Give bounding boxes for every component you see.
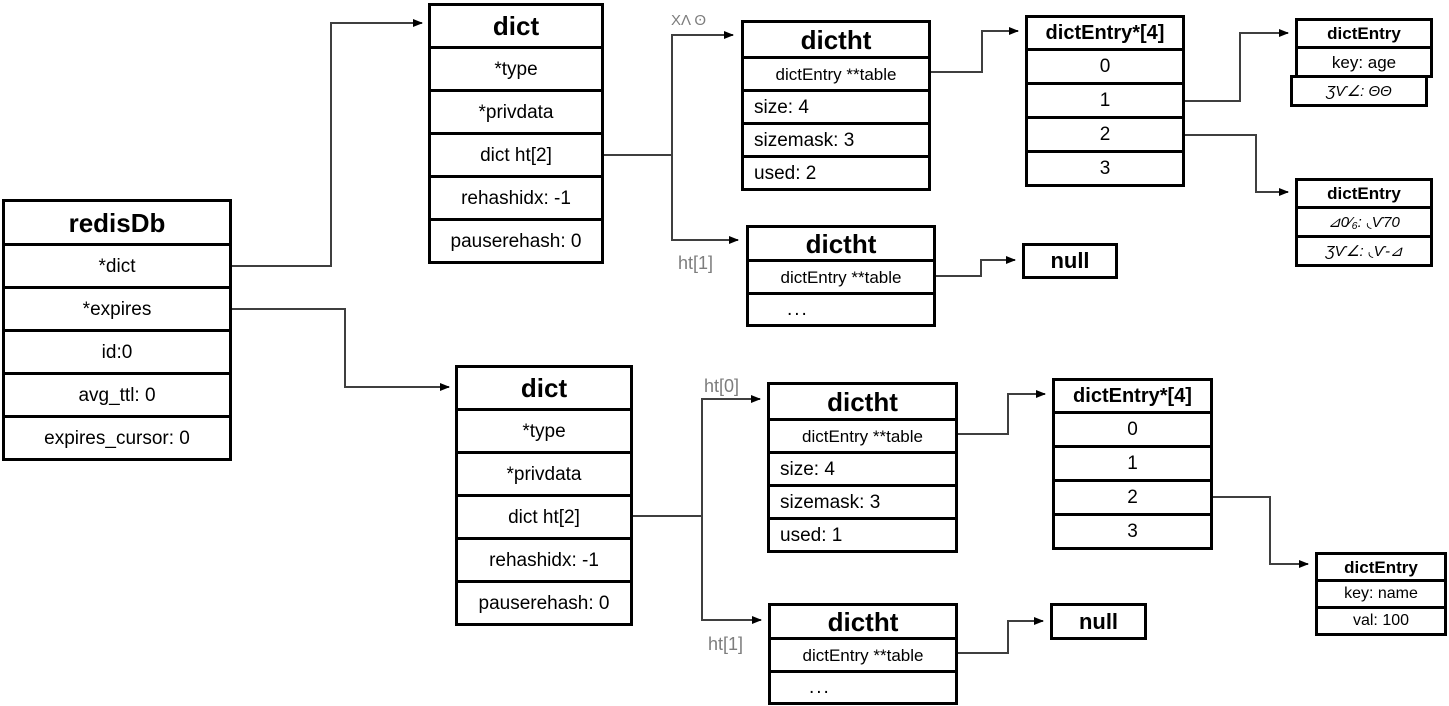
dictentry-age-box: dictEntry key: age ƷѴ∠: ΘΘ — [1290, 18, 1433, 107]
dictentry-array-top-slot-2: 2 — [1025, 116, 1185, 153]
redisdb-box: redisDb *dict *expires id:0 avg_ttl: 0 e… — [2, 199, 232, 461]
edge-dicttop-ht1 — [671, 155, 739, 244]
dictht-bot0-row-size: size: 4 — [767, 451, 958, 487]
null-top-label: null — [1022, 243, 1118, 279]
label-ht1-top: ht[1] — [678, 253, 714, 273]
dictht-bot0-box: dictht dictEntry **table size: 4 sizemas… — [767, 382, 958, 553]
dictht-bot1-row-dots: ... — [768, 670, 958, 705]
dictht-bot0-title: dictht — [767, 382, 958, 421]
dictht-top1-box: dictht dictEntry **table ... — [746, 225, 936, 327]
edge-ht1bot-null — [958, 617, 1044, 654]
redisdb-row-id: id:0 — [2, 329, 232, 375]
dictht-bot0-row-used: used: 1 — [767, 517, 958, 553]
dictht-bot0-row-table: dictEntry **table — [767, 418, 958, 454]
edge-redisdb-dict-top — [232, 19, 423, 267]
dict-bottom-box: dict *type *privdata dict ht[2] rehashid… — [455, 365, 633, 626]
dict-bottom-title: dict — [455, 365, 633, 411]
edge-dictbot-ht1 — [701, 516, 762, 624]
edge-dictbot-ht0 — [633, 395, 761, 517]
dict-bottom-row-pauserehash: pauserehash: 0 — [455, 580, 633, 626]
dictht-top0-row-sizemask: sizemask: 3 — [741, 122, 931, 158]
dictentry-name-box: dictEntry key: name val: 100 — [1315, 552, 1447, 636]
dictentry-garbled-row-val: ƷѴ∠: ◟Ѵ-⊿ — [1295, 235, 1433, 267]
dictht-bot1-row-table: dictEntry **table — [768, 637, 958, 673]
dictht-top1-row-table: dictEntry **table — [746, 259, 936, 295]
redisdb-row-expirescursor: expires_cursor: 0 — [2, 415, 232, 461]
dictentry-array-bottom-slot-1: 1 — [1052, 445, 1213, 482]
dictentry-garbled-box: dictEntry ⊿0⁄₆: ◟Ѵ70 ƷѴ∠: ◟Ѵ-⊿ — [1295, 178, 1433, 267]
dictentry-name-row-val: val: 100 — [1315, 606, 1447, 636]
dictht-top0-row-size: size: 4 — [741, 89, 931, 125]
dictentry-array-top-box: dictEntry*[4] 0 1 2 3 — [1025, 15, 1185, 187]
dictentry-name-title: dictEntry — [1315, 552, 1447, 582]
dictentry-array-top-slot-1: 1 — [1025, 82, 1185, 119]
dictentry-name-row-key: key: name — [1315, 579, 1447, 609]
dict-top-row-rehashidx: rehashidx: -1 — [428, 175, 604, 221]
dict-bottom-row-type: *type — [455, 408, 633, 454]
dict-bottom-row-ht2: dict ht[2] — [455, 494, 633, 540]
dictht-top0-box: dictht dictEntry **table size: 4 sizemas… — [741, 20, 931, 191]
label-ht0-bottom: ht[0] — [704, 376, 740, 396]
redisdb-row-avgttl: avg_ttl: 0 — [2, 372, 232, 418]
dictentry-garbled-row-key: ⊿0⁄₆: ◟Ѵ70 — [1295, 206, 1433, 238]
redisdb-row-dict: *dict — [2, 243, 232, 289]
dictentry-array-top-slot-0: 0 — [1025, 48, 1185, 85]
edge-ht0bot-array — [958, 390, 1046, 435]
dict-bottom-row-rehashidx: rehashidx: -1 — [455, 537, 633, 583]
dict-top-row-privdata: *privdata — [428, 89, 604, 135]
null-bottom-label: null — [1050, 603, 1147, 640]
edge-ht0top-array — [931, 27, 1019, 73]
dictht-top0-row-table: dictEntry **table — [741, 56, 931, 92]
edge-arraybot-slot2-entry — [1213, 496, 1309, 568]
dictht-top1-title: dictht — [746, 225, 936, 262]
dict-bottom-row-privdata: *privdata — [455, 451, 633, 497]
dict-top-title: dict — [428, 3, 604, 49]
dictentry-array-bottom-box: dictEntry*[4] 0 1 2 3 — [1052, 378, 1213, 550]
redisdb-row-expires: *expires — [2, 286, 232, 332]
dictentry-age-row-key: key: age — [1295, 46, 1433, 78]
dict-top-box: dict *type *privdata dict ht[2] rehashid… — [428, 3, 604, 264]
redisdb-title: redisDb — [2, 199, 232, 246]
label-ht1-bottom: ht[1] — [708, 634, 744, 654]
dictht-bot1-title: dictht — [768, 603, 958, 640]
dictht-top0-title: dictht — [741, 20, 931, 59]
null-bottom-box: null — [1050, 603, 1147, 640]
dict-top-row-pauserehash: pauserehash: 0 — [428, 218, 604, 264]
edge-array-slot2-entry — [1185, 134, 1289, 196]
null-top-box: null — [1022, 243, 1118, 279]
dictentry-garbled-title: dictEntry — [1295, 178, 1433, 209]
dictentry-array-bottom-slot-3: 3 — [1052, 513, 1213, 550]
dictentry-array-top-slot-3: 3 — [1025, 150, 1185, 187]
dictht-bot0-row-sizemask: sizemask: 3 — [767, 484, 958, 520]
dictentry-age-row-val: ƷѴ∠: ΘΘ — [1290, 75, 1428, 107]
dictentry-array-bottom-slot-0: 0 — [1052, 411, 1213, 448]
dictht-bot1-box: dictht dictEntry **table ... — [768, 603, 958, 705]
edge-dicttop-ht0 — [604, 31, 734, 156]
dictentry-array-bottom-title: dictEntry*[4] — [1052, 378, 1213, 414]
edge-redisdb-dict-bottom — [232, 308, 450, 391]
edge-array-slot1-entry — [1185, 29, 1289, 102]
edge-ht1top-null — [936, 256, 1016, 277]
dict-top-row-type: *type — [428, 46, 604, 92]
dictht-top0-row-used: used: 2 — [741, 155, 931, 191]
dict-top-row-ht2: dict ht[2] — [428, 132, 604, 178]
label-ht0-top: XΛ ʘ — [671, 12, 707, 29]
dictentry-age-title: dictEntry — [1295, 18, 1433, 49]
dictentry-array-bottom-slot-2: 2 — [1052, 479, 1213, 516]
dictht-top1-row-dots: ... — [746, 292, 936, 327]
dictentry-array-top-title: dictEntry*[4] — [1025, 15, 1185, 51]
